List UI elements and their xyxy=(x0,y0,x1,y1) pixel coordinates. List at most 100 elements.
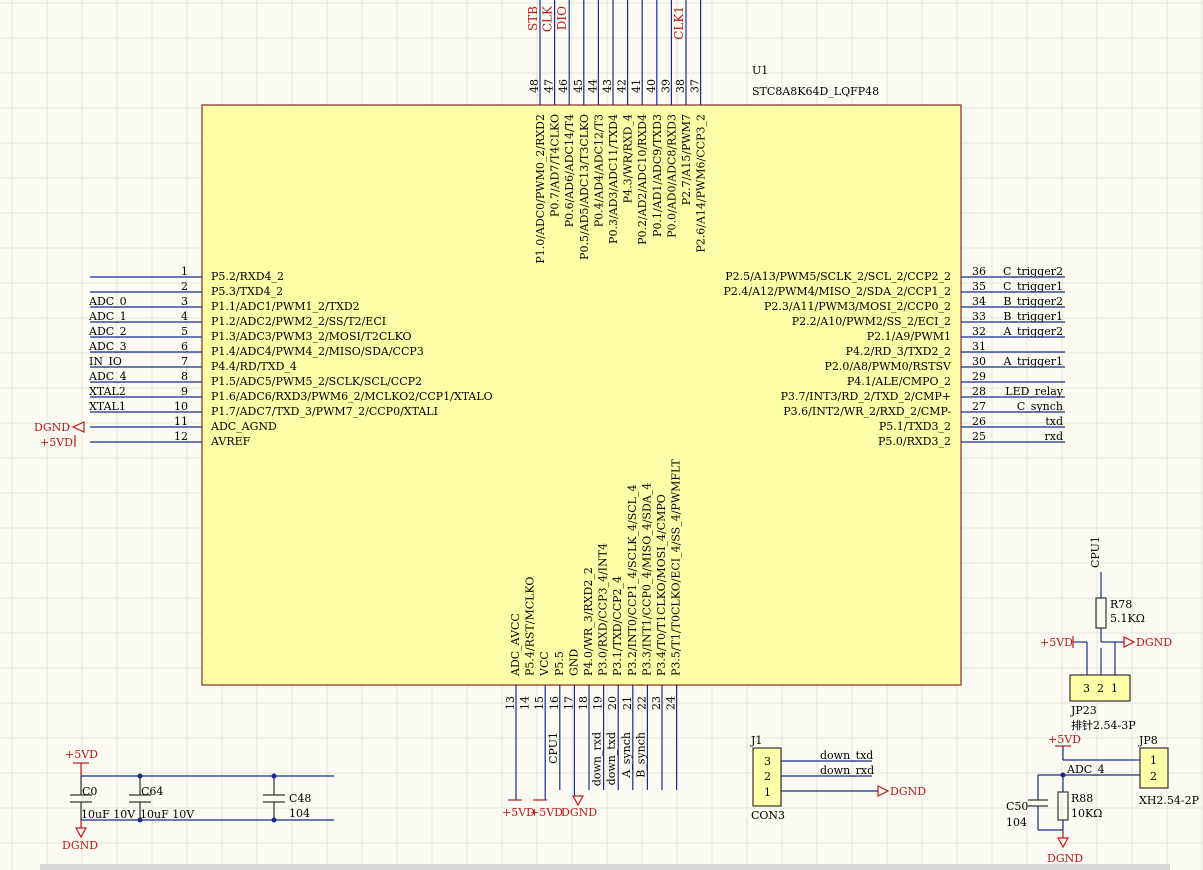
net-label: C_trigger1 xyxy=(1003,280,1063,293)
pin-number: 44 xyxy=(586,79,599,93)
jp8-pin-1: 1 xyxy=(1150,754,1157,767)
pin-number: 10 xyxy=(174,400,188,413)
pin-number: 34 xyxy=(972,295,986,308)
pin-number: 13 xyxy=(504,696,517,710)
pin-name: P0.7/AD7/T4CLKO xyxy=(549,114,562,217)
j1-body xyxy=(752,747,782,807)
jp23-header[interactable]: CPU1 R78 5.1KΩ +5VD DGND 3 2 1 JP23 排针2.… xyxy=(1040,536,1172,732)
net-label: C_trigger2 xyxy=(1003,265,1063,278)
pin-number: 48 xyxy=(528,79,541,93)
net-label: IN_IO xyxy=(89,355,122,368)
pin-number: 29 xyxy=(972,370,986,383)
u1-part-name: STC8A8K64D_LQFP48 xyxy=(752,85,879,98)
pin-name: P3.4/T0/T1CLKO/MOSI_4/CMPO xyxy=(655,494,668,676)
pin-number: 39 xyxy=(659,79,672,93)
pin-name: GND xyxy=(567,649,580,676)
c64-value: 10uF 10V xyxy=(140,808,195,821)
pin-name: P2.7/A15/PWM7 xyxy=(680,114,693,205)
c0-ref: C0 xyxy=(82,785,97,798)
jp8-adc-input[interactable]: +5VD ADC_4 1 2 JP8 XH2.54-2P C50 104 R88… xyxy=(1006,733,1200,865)
u1-bottom-pins: 13ADC_AVCC14P5.4/RST/MCLKO15VCC16P5.5CPU… xyxy=(504,459,683,800)
jp8-pin-2: 2 xyxy=(1150,770,1157,783)
pin-number: 35 xyxy=(972,280,986,293)
pin-number: 25 xyxy=(972,430,986,443)
pin-name: P2.3/A11/PWM3/MOSI_2/CCP0_2 xyxy=(764,300,951,313)
pin-number: 14 xyxy=(519,696,532,710)
pin-name: P5.4/RST/MCLKO xyxy=(524,577,537,676)
pin-name: P2.6/A14/PWM6/CCP3_2 xyxy=(695,114,708,253)
net-label: down_rxd xyxy=(591,732,604,786)
pin-number: 46 xyxy=(557,79,570,93)
pin-number: 30 xyxy=(972,355,986,368)
pin-name: P5.2/RXD4_2 xyxy=(211,270,284,283)
j1-connector[interactable]: J1 3 2 1 down_txd down_rxd DGND CON3 xyxy=(750,734,926,822)
jp23-pin-1: 1 xyxy=(1111,682,1118,695)
pin-number: 11 xyxy=(174,415,188,428)
j1-pin-1: 1 xyxy=(764,786,771,799)
net-label: A_trigger2 xyxy=(1003,325,1064,338)
r88-ref: R88 xyxy=(1071,792,1093,805)
pin-number: 27 xyxy=(972,400,986,413)
pin-name: P2.2/A10/PWM2/SS_2/ECI_2 xyxy=(792,315,951,328)
pin-number: 17 xyxy=(562,696,575,710)
pin-number: 42 xyxy=(616,79,629,93)
net-label: down_txd xyxy=(605,732,618,785)
pin-number: 9 xyxy=(181,385,188,398)
pin-name: P3.7/INT3/RD_2/TXD_2/CMP+ xyxy=(781,390,951,403)
pin-name: P5.5 xyxy=(553,651,566,676)
j1-part: CON3 xyxy=(751,809,785,822)
pin-number: 15 xyxy=(533,696,546,710)
pin-name: P0.1/AD1/ADC9/TXD3 xyxy=(651,114,664,237)
pin-number: 32 xyxy=(972,325,986,338)
pin-name: P0.3/AD3/ADC11/TXD4 xyxy=(607,114,620,244)
pin-number: 31 xyxy=(972,340,986,353)
pin-number: 19 xyxy=(592,696,605,710)
pin-name: P0.4/AD4/ADC12/T3 xyxy=(592,114,605,227)
pin-number: 18 xyxy=(577,696,590,710)
pin-number: 36 xyxy=(972,265,986,278)
net-label: B_synch xyxy=(634,732,647,778)
dgnd-symbol-jp8 xyxy=(1056,837,1070,849)
pin-name: AVREF xyxy=(210,435,251,448)
net-label: B_trigger2 xyxy=(1003,295,1063,308)
pin-name: P0.5/AD5/ADC13/T3CLKO xyxy=(578,114,591,260)
pin-name: P4.4/RD/TXD_4 xyxy=(211,360,297,373)
net-label: txd xyxy=(1045,415,1063,428)
r88-value: 10KΩ xyxy=(1071,807,1102,820)
pin-number: 5 xyxy=(181,325,188,338)
pin-name: P1.7/ADC7/TXD_3/PWM7_2/CCP0/XTALI xyxy=(211,405,438,418)
pin-name: P4.2/RD_3/TXD2_2 xyxy=(846,345,951,358)
pin-number: 22 xyxy=(635,696,648,710)
pin-number: 6 xyxy=(181,340,188,353)
decoupling-caps[interactable]: +5VD C0 10uF 10V C64 10uF 10V C48 104 DG… xyxy=(62,748,334,852)
pin-name: VCC xyxy=(538,651,551,677)
pin-number: 4 xyxy=(181,310,188,323)
junction-1 xyxy=(137,773,143,779)
pin-name: P5.3/TXD4_2 xyxy=(211,285,283,298)
pin-name: P1.0/ADC0/PWM0_2/RXD2 xyxy=(534,114,547,264)
net-label: ADC_3 xyxy=(88,340,127,353)
jp23-part: 排针2.54-3P xyxy=(1071,718,1136,732)
j1-net-down-txd: down_txd xyxy=(820,749,873,762)
pin-name: P1.6/ADC6/RXD3/PWM6_2/MCLKO2/CCP1/XTALO xyxy=(211,390,493,403)
jp23-pin-2: 2 xyxy=(1097,682,1104,695)
pin-number: 33 xyxy=(972,310,986,323)
pin-name: ADC_AGND xyxy=(210,420,277,433)
pin-number: 43 xyxy=(601,79,614,93)
pin-number: 16 xyxy=(548,696,561,710)
pin-name: P1.5/ADC5/PWM5_2/SCLK/SCL/CCP2 xyxy=(211,375,422,388)
pin-name: P4.1/ALE/CMPO_2 xyxy=(847,375,951,388)
c50-value: 104 xyxy=(1006,816,1027,829)
dgnd-symbol-jp23 xyxy=(1123,636,1136,648)
pin-name: ADC_AVCC xyxy=(509,613,522,677)
horizontal-scrollbar[interactable] xyxy=(40,864,1170,870)
pin-number: 40 xyxy=(645,79,658,93)
pin-number: 3 xyxy=(181,295,188,308)
dgnd-symbol-left xyxy=(71,421,85,433)
c64-ref: C64 xyxy=(141,785,163,798)
vcc-label-15: +5VD xyxy=(530,806,563,819)
net-label: ADC_1 xyxy=(88,310,127,323)
net-label: CLK xyxy=(541,5,555,32)
